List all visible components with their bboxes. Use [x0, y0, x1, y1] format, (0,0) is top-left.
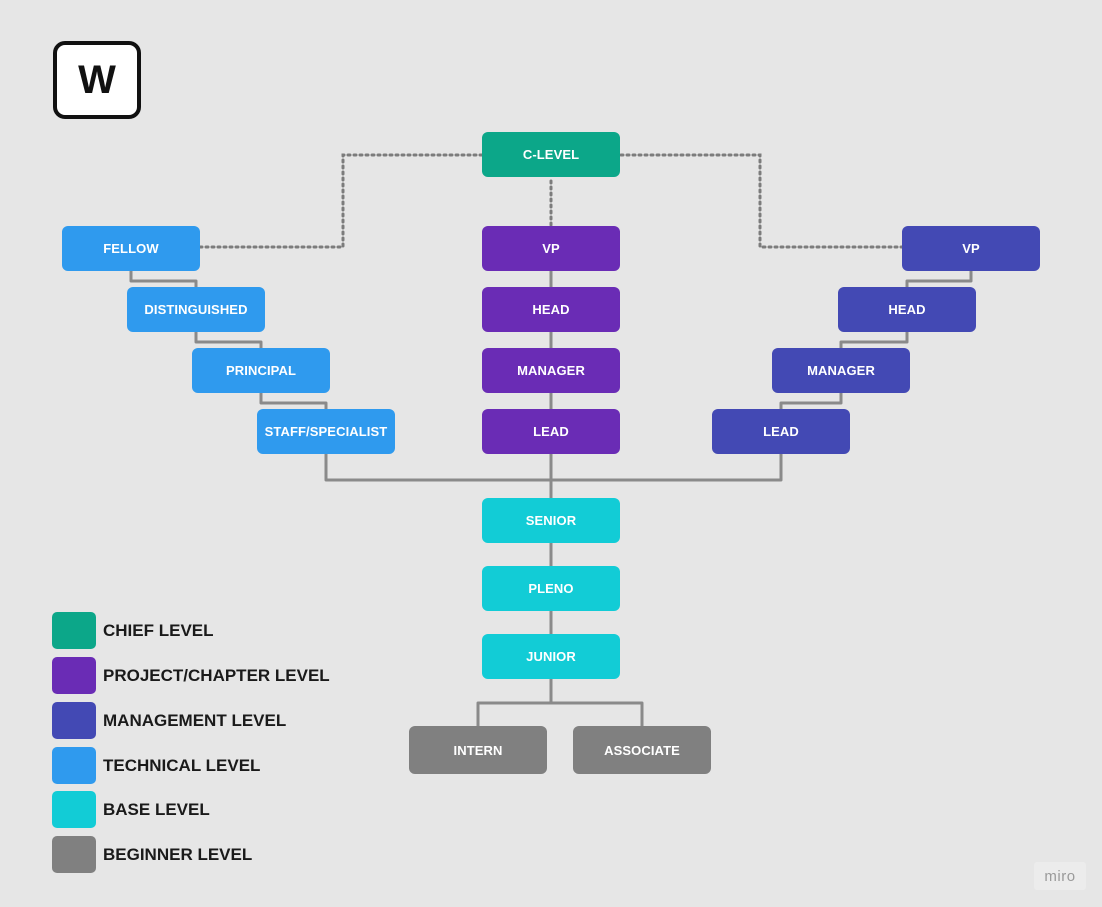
connector-principal-staff	[259, 392, 328, 409]
connector-distinguished-principal	[194, 331, 263, 348]
legend-label-beginner: BEGINNER LEVEL	[103, 845, 253, 864]
dotted-connector-clevel-vp-mgmt	[619, 153, 904, 249]
connector-vp-head-mgmt	[905, 270, 973, 287]
node-staff-specialist[interactable]: STAFF/SPECIALIST	[257, 409, 395, 454]
legend-label-base: BASE LEVEL	[103, 800, 210, 819]
legend-swatch-beginner	[52, 836, 96, 873]
node-vp-project[interactable]: VP	[482, 226, 620, 271]
legend-swatch-management	[52, 702, 96, 739]
node-c-level[interactable]: C-LEVEL	[482, 132, 620, 177]
legend-swatch-base	[52, 791, 96, 828]
node-head-management[interactable]: HEAD	[838, 287, 976, 332]
connector-lead-mgmt-merge	[551, 454, 783, 482]
connector-junior-split	[476, 679, 644, 726]
node-lead-management[interactable]: LEAD	[712, 409, 850, 454]
connector-head-manager-mgmt	[839, 331, 909, 348]
legend-swatch-chief	[52, 612, 96, 649]
connector-staff-merge	[324, 454, 551, 482]
node-manager-project[interactable]: MANAGER	[482, 348, 620, 393]
legend-label-technical: TECHNICAL LEVEL	[103, 756, 261, 775]
logo: W	[53, 41, 141, 119]
legend-swatch-project	[52, 657, 96, 694]
node-distinguished[interactable]: DISTINGUISHED	[127, 287, 265, 332]
node-associate[interactable]: ASSOCIATE	[573, 726, 711, 774]
legend-swatch-technical	[52, 747, 96, 784]
node-senior[interactable]: SENIOR	[482, 498, 620, 543]
legend-label-chief: CHIEF LEVEL	[103, 621, 214, 640]
node-lead-project[interactable]: LEAD	[482, 409, 620, 454]
dotted-connector-clevel-fellow	[198, 153, 484, 249]
node-junior[interactable]: JUNIOR	[482, 634, 620, 679]
connector-manager-lead-mgmt	[779, 392, 843, 409]
connector-fellow-distinguished	[129, 270, 198, 287]
miro-watermark: miro	[1034, 862, 1086, 890]
node-pleno[interactable]: PLENO	[482, 566, 620, 611]
legend-label-management: MANAGEMENT LEVEL	[103, 711, 287, 730]
node-manager-management[interactable]: MANAGER	[772, 348, 910, 393]
node-vp-management[interactable]: VP	[902, 226, 1040, 271]
node-principal[interactable]: PRINCIPAL	[192, 348, 330, 393]
node-head-project[interactable]: HEAD	[482, 287, 620, 332]
node-fellow[interactable]: FELLOW	[62, 226, 200, 271]
legend-label-project: PROJECT/CHAPTER LEVEL	[103, 666, 330, 685]
node-intern[interactable]: INTERN	[409, 726, 547, 774]
